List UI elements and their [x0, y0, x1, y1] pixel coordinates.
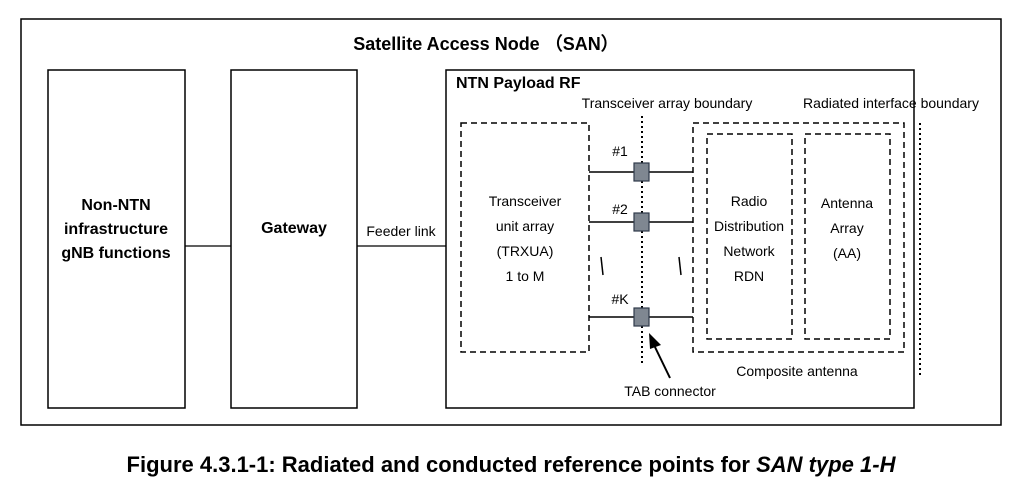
- tab-arrow-shaft: [653, 344, 671, 379]
- ntn-payload-box: [445, 69, 915, 409]
- gateway-label: Gateway: [261, 220, 327, 237]
- aa-line-1: Antenna: [821, 195, 873, 211]
- port-label-2: #2: [612, 201, 628, 217]
- trxua-line-2: unit array: [496, 218, 554, 234]
- tab-connector-2: [633, 212, 650, 232]
- tab-arrow-head: [649, 333, 661, 349]
- non-ntn-line-1: Non-NTN: [81, 197, 150, 214]
- gateway-block: [230, 69, 358, 409]
- rdn-line-1: Radio: [731, 193, 768, 209]
- composite-antenna-label: Composite antenna: [736, 363, 858, 379]
- trxua-line-1: Transceiver: [489, 193, 562, 209]
- feeder-link-label: Feeder link: [366, 223, 436, 239]
- trxua-line-3: (TRXUA): [497, 243, 554, 259]
- san-title: Satellite Access Node （SAN）: [353, 34, 618, 54]
- tab-connector-k: [633, 307, 650, 327]
- composite-antenna-box: [692, 122, 905, 353]
- figure-caption: Figure 4.3.1-1: Radiated and conducted r…: [0, 452, 1022, 478]
- rdn-box: [706, 133, 793, 340]
- aa-line-2: Array: [830, 220, 863, 236]
- caption-prefix: Figure 4.3.1-1: Radiated and conducted r…: [126, 452, 757, 477]
- tab-connector-label: TAB connector: [624, 383, 716, 399]
- port-label-k: #K: [611, 291, 629, 307]
- non-ntn-line-3: gNB functions: [61, 245, 170, 262]
- tab-connector-1: [633, 162, 650, 182]
- payload-title: NTN Payload RF: [456, 75, 581, 92]
- rdn-line-4: RDN: [734, 268, 764, 284]
- ellipsis-right: [678, 256, 682, 276]
- rdn-line-2: Distribution: [714, 218, 784, 234]
- non-ntn-block: [47, 69, 186, 409]
- caption-italic: SAN type 1-H: [756, 452, 896, 477]
- non-ntn-line-2: infrastructure: [64, 221, 168, 238]
- trxua-line-4: 1 to M: [506, 268, 545, 284]
- rdn-line-3: Network: [723, 243, 775, 259]
- aa-line-3: (AA): [833, 245, 861, 261]
- ellipsis-left: [600, 256, 604, 276]
- san-frame: [20, 18, 1002, 426]
- radiated-boundary-label: Radiated interface boundary: [803, 95, 979, 111]
- trxua-box: [460, 122, 590, 353]
- trx-boundary-label: Transceiver array boundary: [582, 95, 753, 111]
- aa-box: [804, 133, 891, 340]
- port-label-1: #1: [612, 143, 628, 159]
